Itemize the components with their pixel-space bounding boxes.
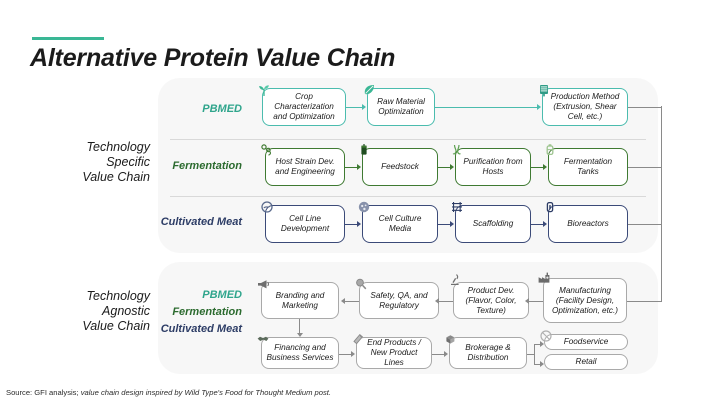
connector-outlet-split <box>534 344 536 364</box>
box-cell-line-development[interactable]: Cell Line Development <box>265 205 345 243</box>
arrow-cm-3 <box>543 220 547 227</box>
box-safety-qa-regulatory[interactable]: Safety, QA, and Regulatory <box>359 282 439 319</box>
microbe-icon <box>259 142 274 157</box>
box-end-products-new-lines[interactable]: End Products / New Product Lines <box>356 337 432 369</box>
arrow-outlet-retail <box>540 360 544 367</box>
leaf-icon <box>361 82 376 97</box>
box-host-strain-development[interactable]: Host Strain Dev. and Engineering <box>265 148 345 186</box>
ts-line2: Specific <box>106 155 150 169</box>
plate-icon <box>538 328 553 343</box>
box-bioreactors[interactable]: Bioreactors <box>548 205 628 243</box>
ta-line1: Technology <box>86 289 150 303</box>
connector-ferm-2 <box>438 166 452 168</box>
source-prefix: Source: GFI analysis; <box>6 388 81 397</box>
box-manufacturing[interactable]: Manufacturing (Facility Design, Optimiza… <box>543 278 627 323</box>
connector-pbmed-1 <box>346 106 364 108</box>
box-brokerage-distribution[interactable]: Brokerage & Distribution <box>449 337 527 369</box>
box-scaffolding[interactable]: Scaffolding <box>455 205 531 243</box>
arrow-agtop-2 <box>435 297 439 304</box>
box-retail[interactable]: Retail <box>544 354 628 370</box>
box-cell-culture-media[interactable]: Cell Culture Media <box>362 205 438 243</box>
arrow-ferm-2 <box>450 163 454 170</box>
merge-line-cultivated <box>628 223 662 225</box>
arrow-pbmed-2 <box>537 103 541 110</box>
merge-bus-vertical <box>661 106 663 301</box>
connector-ferm-3 <box>531 166 545 168</box>
box-crop-characterization[interactable]: Crop Characterization and Optimization <box>262 88 346 126</box>
arrow-pbmed-1 <box>362 103 366 110</box>
arrow-branding-to-financing <box>296 333 303 340</box>
package-slice-icon <box>350 331 365 346</box>
arrow-agbot-1 <box>351 350 355 357</box>
petri-dish-icon <box>356 199 371 214</box>
arrow-ferm-3 <box>543 163 547 170</box>
extruder-icon <box>536 82 551 97</box>
ta-line2: Agnostic <box>102 304 150 318</box>
box-product-development[interactable]: Product Dev. (Flavor, Color, Texture) <box>453 282 529 319</box>
handshake-icon <box>255 331 270 346</box>
agnostic-track-label-pbmed: PBMED <box>202 289 242 301</box>
merge-line-pbmed <box>628 106 662 108</box>
arrow-outlet-foodservice <box>540 340 544 347</box>
page-title: Alternative Protein Value Chain <box>30 44 396 72</box>
pipette-icon <box>449 142 464 157</box>
merge-line-fermentation <box>628 166 662 168</box>
bioreactor-icon <box>542 199 557 214</box>
box-purification-from-hosts[interactable]: Purification from Hosts <box>455 148 531 186</box>
ta-line3: Value Chain <box>82 319 150 333</box>
agnostic-track-label-cultivated-meat: Cultivated Meat <box>160 323 242 335</box>
scaffold-icon <box>449 199 464 214</box>
box-production-method[interactable]: Production Method (Extrusion, Shear Cell… <box>542 88 628 126</box>
source-note: Source: GFI analysis; value chain design… <box>6 388 331 397</box>
connector-agtop-2 <box>439 300 453 302</box>
ts-line1: Technology <box>86 140 150 154</box>
seedling-icon <box>256 82 271 97</box>
connector-agtop-3 <box>529 300 543 302</box>
box-financing-business-services[interactable]: Financing and Business Services <box>261 337 339 369</box>
arrow-cm-2 <box>450 220 454 227</box>
fermenter-icon <box>542 142 557 157</box>
arrow-agtop-3 <box>525 297 529 304</box>
arrow-agbot-2 <box>444 350 448 357</box>
divider-fermentation-cultivated <box>170 196 646 197</box>
megaphone-icon <box>255 276 270 291</box>
boxes-icon <box>443 331 458 346</box>
microscope-icon <box>447 272 462 287</box>
connector-agtop-1 <box>345 300 359 302</box>
magnifier-icon <box>353 276 368 291</box>
arrow-agtop-1 <box>341 297 345 304</box>
track-label-cultivated-meat: Cultivated Meat <box>160 216 242 228</box>
connector-agbot-2 <box>432 353 446 355</box>
connector-outlet-retail <box>534 363 542 365</box>
connector-outlet-trunk <box>527 353 535 355</box>
factory-icon <box>537 270 552 285</box>
box-feedstock[interactable]: Feedstock <box>362 148 438 186</box>
connector-pbmed-2 <box>435 106 539 108</box>
track-label-fermentation: Fermentation <box>172 160 242 172</box>
source-italic: value chain design inspired by Wild Type… <box>80 388 331 397</box>
technology-agnostic-label: Technology Agnostic Value Chain <box>10 289 150 334</box>
cell-icon <box>259 199 274 214</box>
arrow-ferm-1 <box>357 163 361 170</box>
box-raw-material-optimization[interactable]: Raw Material Optimization <box>367 88 435 126</box>
box-foodservice[interactable]: Foodservice <box>544 334 628 350</box>
track-label-pbmed: PBMED <box>202 103 242 115</box>
connector-branding-to-financing <box>299 319 301 335</box>
title-accent-bar <box>32 37 104 40</box>
feedstock-tank-icon <box>356 142 371 157</box>
arrow-cm-1 <box>357 220 361 227</box>
agnostic-track-label-fermentation: Fermentation <box>172 306 242 318</box>
connector-cm-3 <box>531 223 545 225</box>
connector-cm-2 <box>438 223 452 225</box>
connector-agbot-1 <box>339 353 353 355</box>
box-branding-marketing[interactable]: Branding and Marketing <box>261 282 339 319</box>
divider-pbmed-fermentation <box>170 139 646 140</box>
connector-outlet-foodservice <box>534 343 542 345</box>
box-fermentation-tanks[interactable]: Fermentation Tanks <box>548 148 628 186</box>
ts-line3: Value Chain <box>82 170 150 184</box>
technology-specific-label: Technology Specific Value Chain <box>10 140 150 185</box>
connector-cm-1 <box>345 223 359 225</box>
connector-ferm-1 <box>345 166 359 168</box>
